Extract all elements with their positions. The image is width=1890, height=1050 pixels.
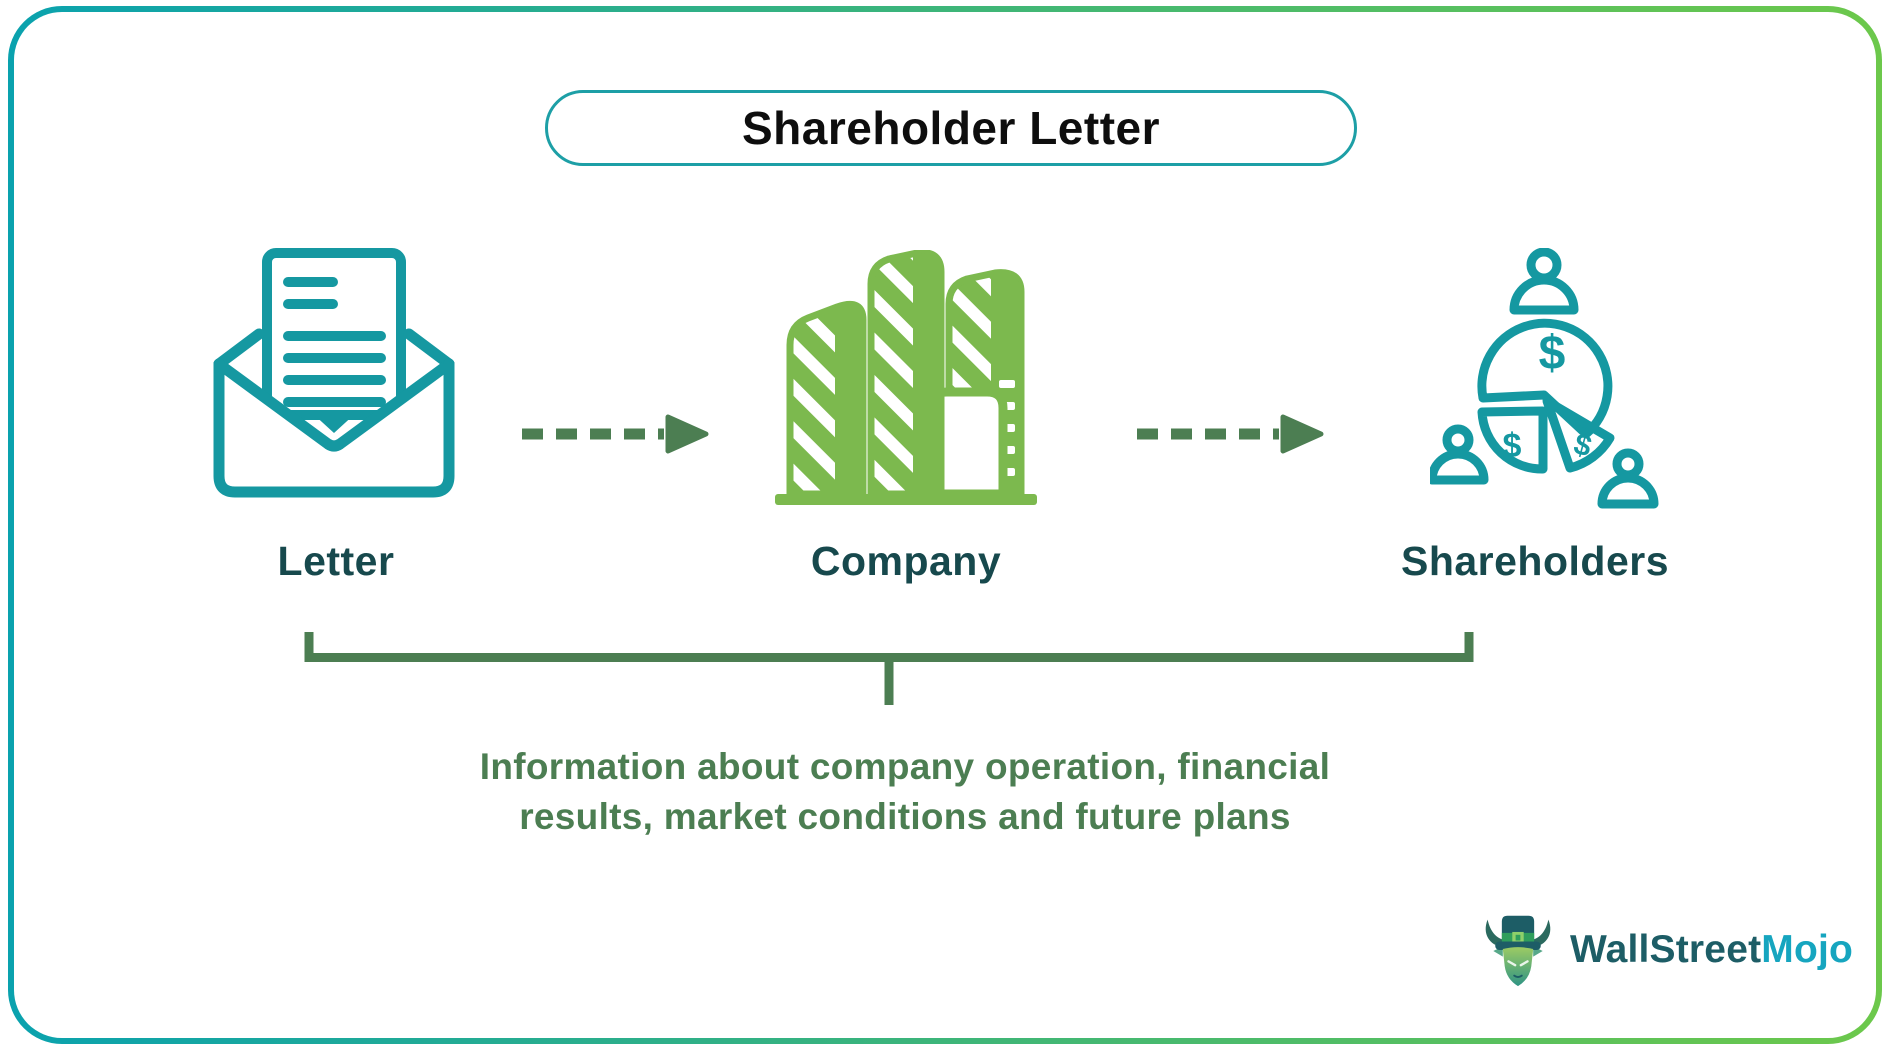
office-buildings-icon [775,250,1037,505]
dashed-arrow-icon [522,414,709,454]
canvas [14,12,1876,1038]
svg-text:$: $ [1503,427,1522,465]
wallstreetmojo-logo: WallStreetMojo [1480,906,1853,994]
bull-mascot-icon [1485,915,1551,987]
bracket [304,632,1474,705]
description-text: Information about company operation, fin… [300,742,1510,841]
logo-text: WallStreetMojo [1570,928,1853,972]
page-title: Shareholder Letter [742,102,1160,154]
letter-label: Letter [277,538,395,584]
company-label: Company [810,538,1002,584]
title-pill: Shareholder Letter [545,90,1357,166]
svg-text:$: $ [1539,327,1566,380]
shareholders-label: Shareholders [1400,538,1670,584]
description-line-1: Information about company operation, fin… [479,746,1331,787]
open-envelope-with-letter-icon [213,248,455,506]
logo-text-mojo: Mojo [1761,928,1854,971]
description-line-2: results, market conditions and future pl… [519,795,1291,837]
logo-text-wallstreet: WallStreet [1570,928,1762,971]
dashed-arrow-icon [1137,414,1324,454]
pie-chart-with-people-icon: $ $ $ [1430,248,1659,509]
gradient-border-frame [8,6,1882,1044]
